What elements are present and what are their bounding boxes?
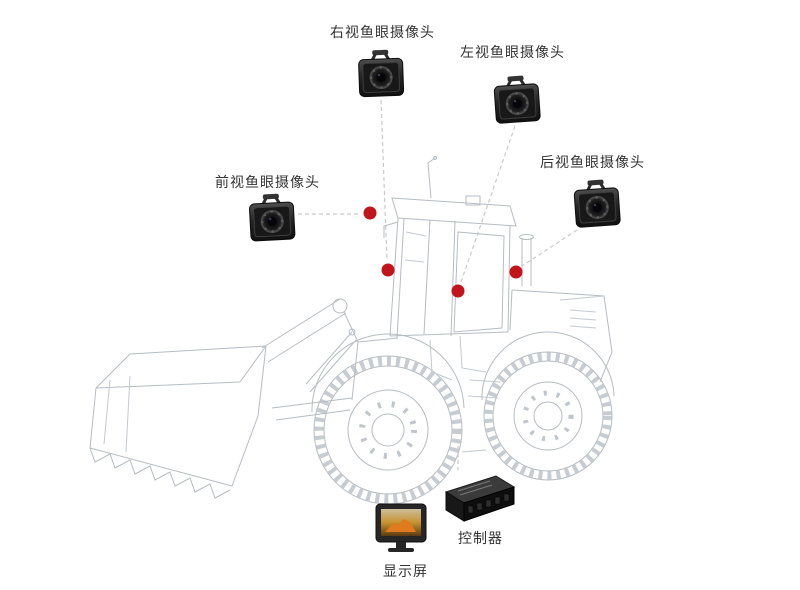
- exhaust-pipe: [519, 234, 534, 286]
- marker-rear-camera-position: [509, 265, 523, 279]
- label-display: 显示屏: [383, 563, 428, 579]
- wheel-loader-wireframe: [89, 156, 615, 505]
- marker-left-camera-position: [451, 284, 465, 298]
- mirror-arm: [383, 221, 399, 238]
- rear-wheel: [483, 351, 613, 481]
- label-rear-camera: 后视鱼眼摄像头: [540, 154, 645, 170]
- bucket: [89, 345, 267, 499]
- right-camera-image: [356, 47, 406, 99]
- label-right-camera: 右视鱼眼摄像头: [330, 24, 435, 40]
- label-front-camera: 前视鱼眼摄像头: [215, 174, 320, 190]
- rear-fender: [481, 331, 615, 401]
- front-camera-image: [247, 191, 297, 243]
- connector-right-camera: [380, 99, 388, 262]
- front-fender: [311, 333, 465, 413]
- label-controller: 控制器: [458, 530, 503, 546]
- bucket-teeth: [89, 447, 231, 499]
- marker-right-camera-position: [381, 263, 395, 277]
- rear-camera-image: [571, 177, 622, 229]
- connector-rear-camera: [521, 229, 578, 267]
- chassis-frame: [343, 311, 501, 453]
- left-camera-image: [491, 73, 542, 125]
- rear-hood: [509, 289, 613, 383]
- camera-position-markers: [363, 206, 523, 298]
- front-wheel: [313, 355, 463, 505]
- connector-left-camera: [460, 125, 516, 283]
- label-left-camera: 左视鱼眼摄像头: [460, 44, 565, 60]
- cab: [383, 156, 517, 339]
- antenna: [427, 157, 436, 199]
- display-image: [375, 503, 427, 552]
- controller-image: [444, 475, 516, 522]
- marker-front-camera-position: [363, 206, 377, 220]
- connector-lines: [298, 99, 578, 470]
- boom-arm: [261, 298, 357, 421]
- roof-beacon: [465, 195, 481, 206]
